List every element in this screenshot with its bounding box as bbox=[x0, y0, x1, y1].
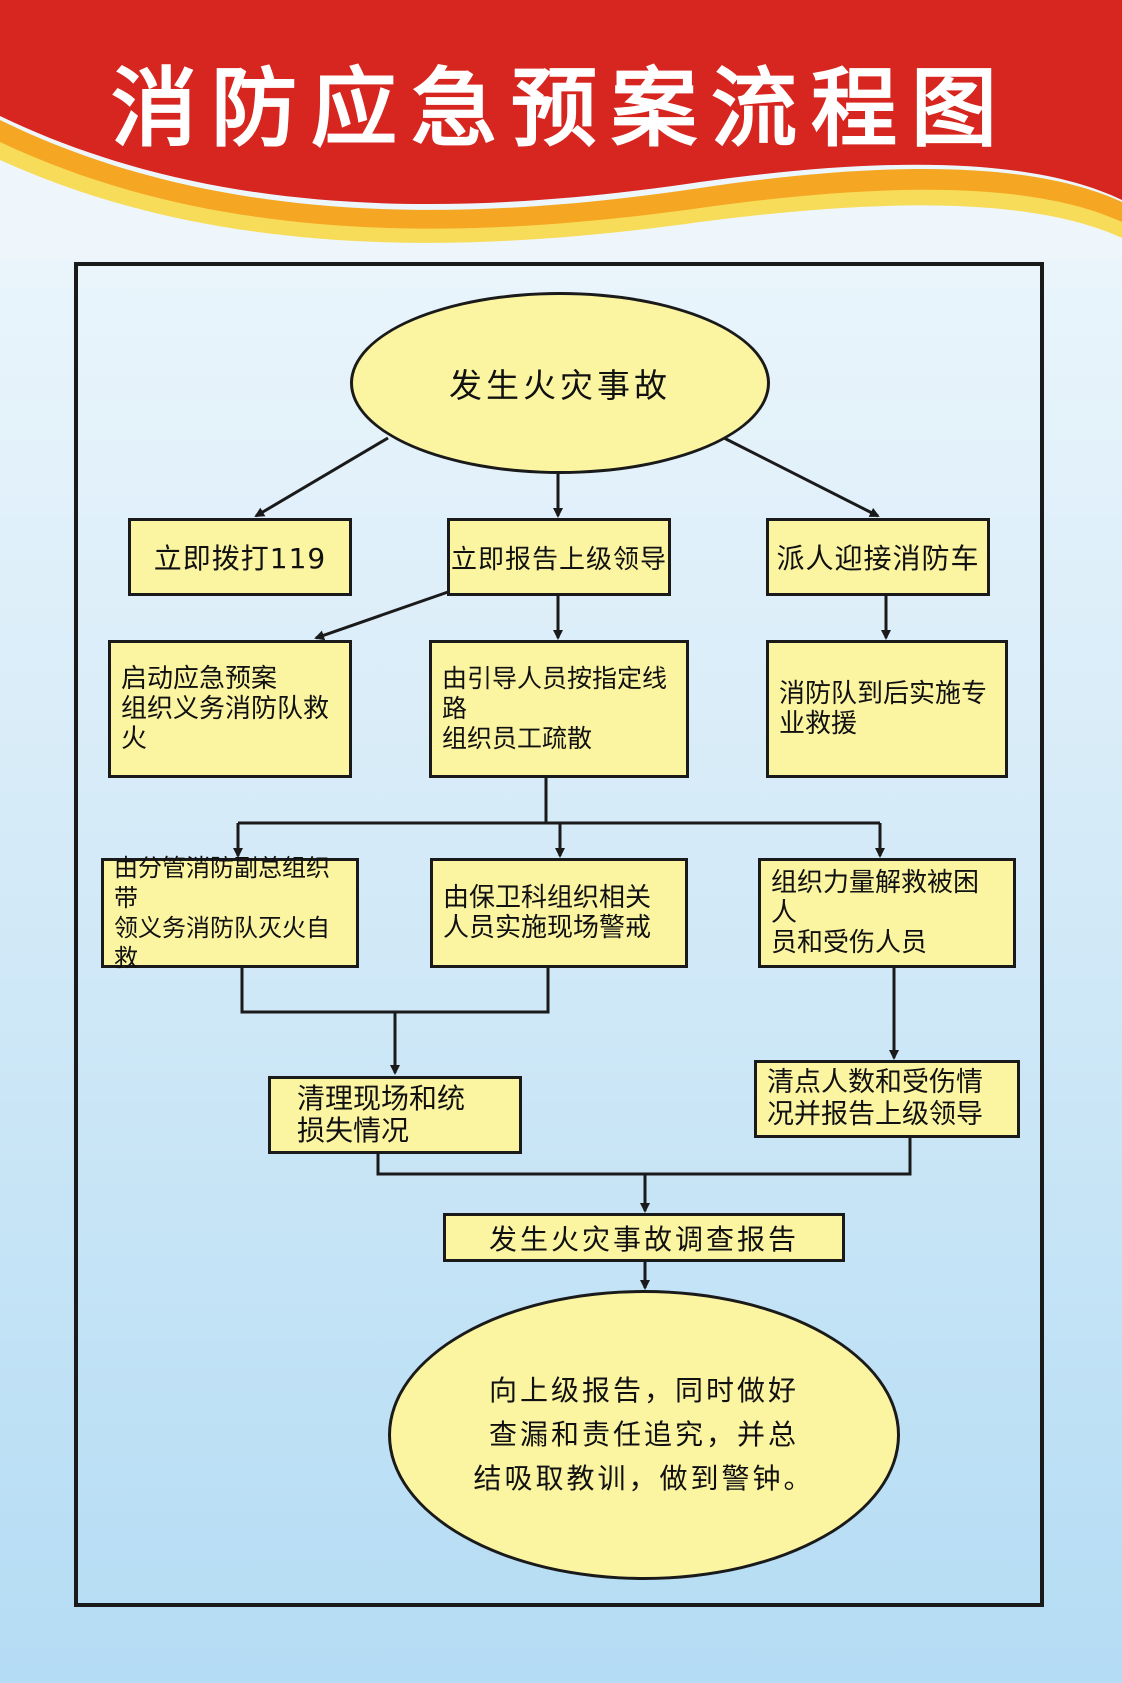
banner-orange-stripe bbox=[0, 120, 1122, 229]
node-start: 发生火灾事故 bbox=[350, 292, 770, 474]
node-report-superior: 立即报告上级领导 bbox=[447, 518, 671, 596]
node-rescue-trapped: 组织力量解救被困人 员和受伤人员 bbox=[758, 858, 1016, 968]
node-final: 向上级报告，同时做好 查漏和责任追究，并总 结吸取教训，做到警钟。 bbox=[388, 1290, 900, 1580]
node-fire-brigade-rescue: 消防队到后实施专 业救援 bbox=[766, 640, 1008, 778]
diagram-frame bbox=[74, 262, 1044, 1607]
node-meet-fire-truck: 派人迎接消防车 bbox=[766, 518, 990, 596]
arrow-report-to-plan bbox=[314, 590, 449, 641]
arrow-start-to-call bbox=[254, 436, 389, 518]
node-call-119: 立即拨打119 bbox=[128, 518, 352, 596]
line-merge-left bbox=[240, 968, 550, 1014]
arrow-start-to-meet bbox=[723, 436, 880, 518]
node-deputy-fire-team: 由分管消防副总组织带 领义务消防队灭火自救 bbox=[101, 854, 359, 972]
banner-red bbox=[0, 0, 1122, 205]
node-count-people: 清点人数和受伤情 况并报告上级领导 bbox=[754, 1060, 1020, 1138]
node-clean-site: 清理现场和统 损失情况 bbox=[268, 1076, 522, 1154]
page-title: 消防应急预案流程图 bbox=[111, 59, 1011, 159]
node-evacuation: 由引导人员按指定线路 组织员工疏散 bbox=[429, 640, 689, 778]
node-investigation-report: 发生火灾事故调查报告 bbox=[443, 1213, 845, 1262]
header-banner bbox=[0, 0, 1122, 260]
node-security-cordon: 由保卫科组织相关 人员实施现场警戒 bbox=[430, 858, 688, 968]
node-emergency-plan: 启动应急预案 组织义务消防队救火 bbox=[108, 640, 352, 778]
